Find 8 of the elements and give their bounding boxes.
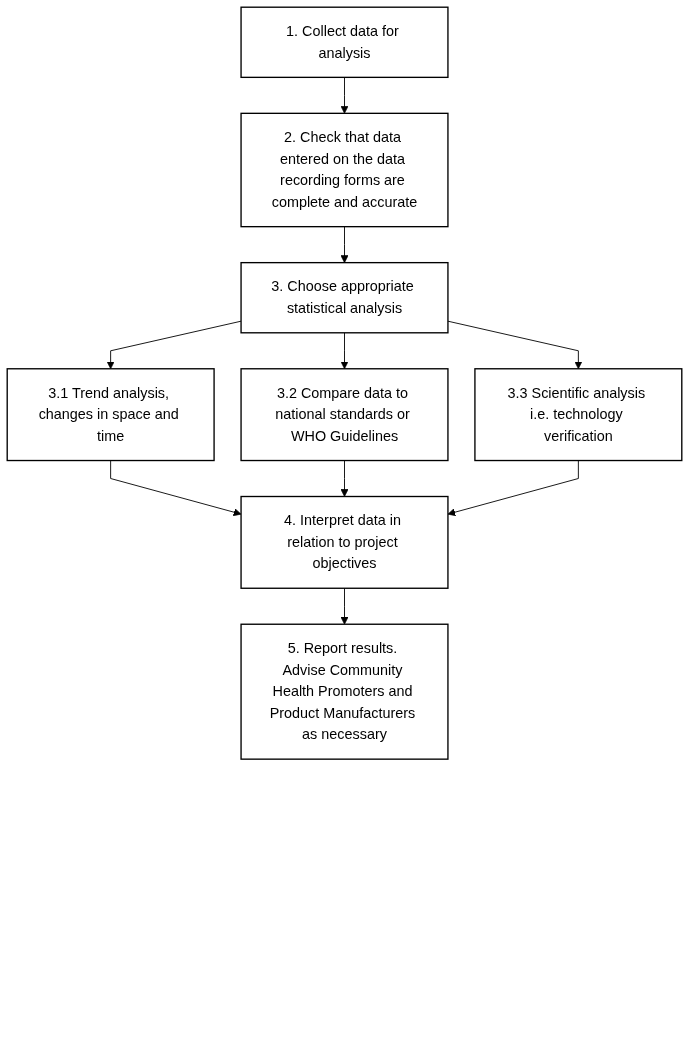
node-box: 3.2 Compare data to national standards or WHO Guidelines: [240, 368, 449, 462]
node-box: 2. Check that data entered on the data recording forms are complete and accurate: [240, 112, 449, 228]
node-box: 1. Collect data for analysis: [240, 6, 449, 79]
node-box: 3. Choose appropriate statistical analysis: [240, 261, 449, 334]
node-box: 4. Interpret data in relation to project objectives: [240, 495, 449, 589]
node-box: 3.1 Trend analysis, changes in space and time: [6, 368, 215, 462]
node-box: 3.3 Scientific analysis i.e. technology verification: [474, 368, 683, 462]
node-box: 5. Report results. Advise Community Health Promoters and Product Manufacturers as necessary: [240, 623, 449, 760]
